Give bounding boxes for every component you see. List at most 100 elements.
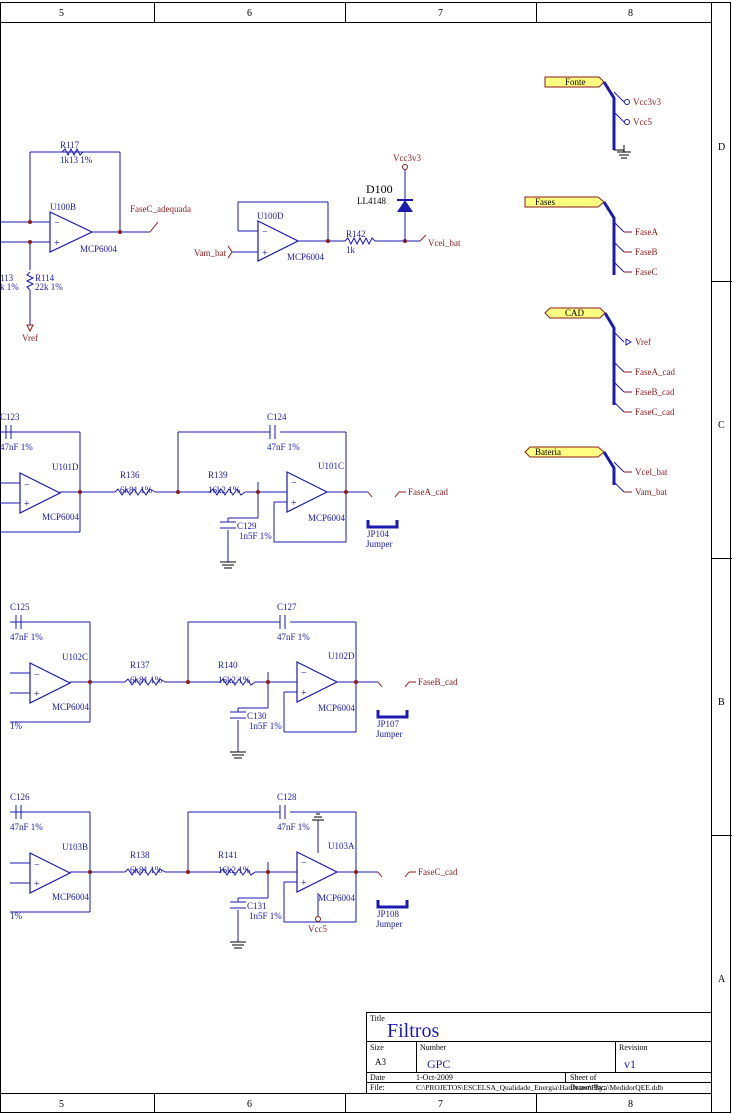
schematic-line: [404, 871, 410, 878]
ref-label: U100D: [257, 211, 284, 221]
number-value: GPC: [427, 1057, 450, 1071]
stage-label: 16k2 1%: [218, 865, 251, 875]
stage-label: U102D: [328, 651, 355, 661]
stage-label: FaseC_cad: [418, 867, 458, 877]
col-label-top: 6: [247, 8, 252, 19]
power-port-icon: [402, 164, 408, 170]
opamp-pin-sign: −: [34, 670, 40, 681]
stage-label: JP108: [377, 909, 400, 919]
u100d-circuit: − + U100D MCP6004 Vam_bat R142 1k Vcel_b…: [194, 153, 461, 262]
opamp-pin-sign: +: [24, 499, 30, 510]
row-label: D: [718, 142, 725, 153]
drawn-by-label: Drawn By:: [570, 1083, 605, 1092]
opamp-pin-sign: +: [291, 498, 297, 509]
opamp-pin-sign: −: [301, 668, 307, 679]
col-label-bottom: 5: [59, 1099, 64, 1110]
opamp-pin-sign: −: [24, 480, 30, 491]
value-label: 1k: [346, 245, 356, 255]
opamp-pin-sign: +: [301, 688, 307, 699]
ref-label: D100: [366, 182, 393, 196]
port-fases: Fases FaseA FaseB FaseC: [524, 196, 658, 277]
size-label: Size: [370, 1043, 384, 1052]
stage-label: Jumper: [376, 919, 403, 929]
stage-label: FaseB_cad: [418, 677, 458, 687]
port-fonte: Fonte Vcc3v3 Vcc5: [544, 76, 661, 159]
net-label: Vam_bat: [635, 487, 667, 497]
stage-label: C126: [10, 792, 30, 802]
net-label: FaseC: [635, 267, 658, 277]
file-label: File:: [370, 1083, 385, 1092]
schematic-polygon: [296, 851, 339, 893]
stage-label: U102C: [62, 652, 88, 662]
net-label: FaseC_cad: [635, 407, 675, 417]
schematic-circle: [88, 680, 92, 684]
port-label: Fases: [535, 197, 555, 207]
net-label: Vcel_bat: [428, 238, 461, 248]
stage-label: R141: [218, 850, 238, 860]
opamp-pin-sign: +: [34, 689, 40, 700]
schematic-line: [377, 681, 383, 688]
net-label: Vcel_bat: [635, 467, 668, 477]
net-label: FaseA_cad: [635, 367, 675, 377]
stage-label: 6k81 1%: [120, 485, 153, 495]
schematic-circle: [354, 680, 358, 684]
port-cad: CAD Vref FaseA_cad FaseB_cad FaseC_cad: [544, 307, 675, 417]
stage-label: Jumper: [376, 729, 403, 739]
schematic-polyline: [376, 710, 409, 719]
value-label: 1k13 1%: [60, 155, 93, 165]
title-label: Title: [370, 1014, 385, 1023]
stage-label: MCP6004: [42, 512, 80, 522]
stage-label: JP107: [377, 719, 400, 729]
stage-label: Jumper: [366, 539, 393, 549]
col-label-top: 7: [438, 8, 443, 19]
stage-label: MCP6004: [318, 703, 356, 713]
ground-icon: [617, 145, 631, 159]
row-label: B: [718, 697, 725, 708]
stage-label: U103A: [328, 841, 355, 851]
schematic-circle: [256, 490, 260, 494]
number-label: Number: [420, 1043, 447, 1052]
schematic-circle: [78, 490, 82, 494]
svg-text:−: −: [262, 227, 268, 238]
schematic-line: [404, 681, 410, 688]
opamp-pin-sign: −: [301, 858, 307, 869]
schematic-polyline: [376, 900, 409, 909]
net-label: FaseA: [635, 227, 658, 237]
stage-label: 47nF 1%: [267, 442, 300, 452]
schematic-line: [377, 871, 383, 878]
schematic-line: [394, 491, 400, 498]
value-label: 22k 1%: [35, 282, 63, 292]
net-label: Vcc3v3: [633, 97, 661, 107]
ref-label: R142: [346, 229, 366, 239]
stage-label: 47nF 1%: [0, 442, 33, 452]
stage-label: C129: [237, 521, 257, 531]
schematic-polyline: [209, 488, 246, 496]
opamp-u100b: [49, 211, 94, 253]
stage-label: C127: [277, 602, 297, 612]
schematic-polygon: [286, 471, 329, 513]
stage-label: C130: [247, 711, 267, 721]
schematic-polyline: [366, 520, 399, 529]
value-label: k 1%: [0, 282, 19, 292]
stage-label: R137: [130, 660, 150, 670]
schematic-circle: [176, 490, 180, 494]
sheet-title: Filtros: [387, 1020, 439, 1042]
size-value: A3: [375, 1057, 386, 1067]
schematic-circle: [186, 680, 190, 684]
svg-text:+: +: [262, 248, 268, 259]
opamp-pin-sign: +: [301, 878, 307, 889]
schematic-polyline: [124, 678, 166, 686]
ref-label: 113: [0, 273, 14, 283]
revision-value: v1: [624, 1057, 636, 1071]
col-label-bottom: 6: [247, 1099, 252, 1110]
row-label: C: [718, 420, 725, 431]
date-label: Date: [370, 1073, 386, 1082]
col-label-top: 5: [59, 8, 64, 19]
ref-label: R114: [35, 273, 55, 283]
schematic-polygon: [29, 662, 72, 704]
stage-label: JP104: [367, 529, 390, 539]
stage-label: 1n5F 1%: [249, 721, 282, 731]
col-label-top: 8: [628, 8, 633, 19]
